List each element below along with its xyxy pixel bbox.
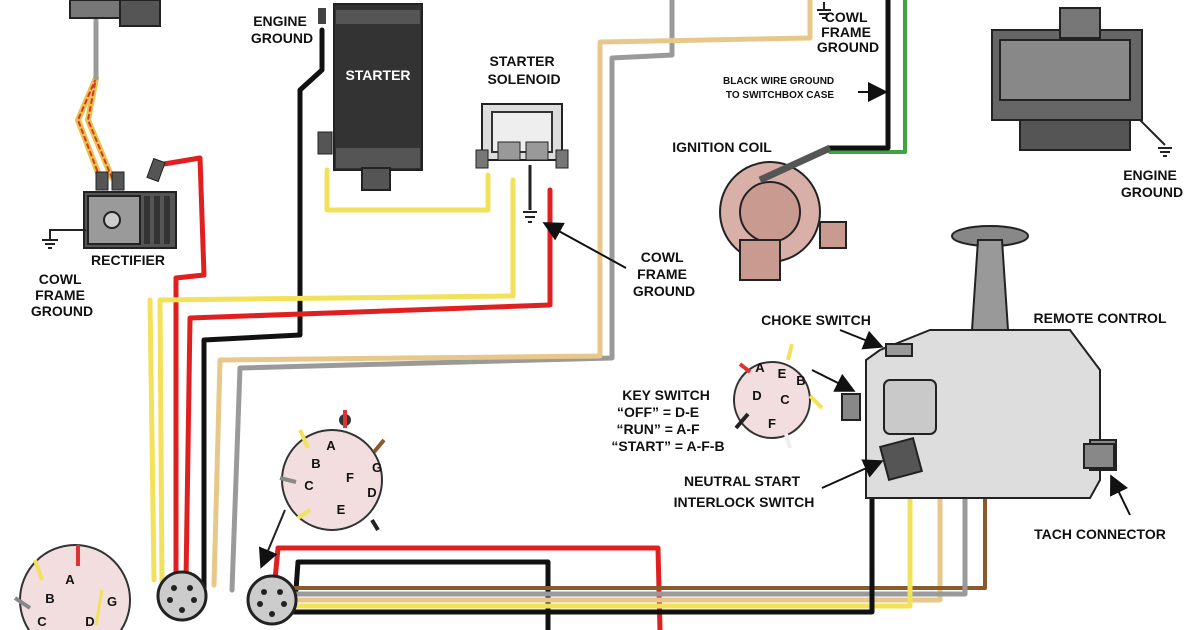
- remote-control-label: REMOTE CONTROL: [1034, 310, 1167, 326]
- bl-pin-c: C: [37, 614, 47, 629]
- starter-label: STARTER: [345, 67, 410, 83]
- ignition-coil: [719, 144, 847, 281]
- starter-solenoid-label: STARTER SOLENOID: [487, 53, 560, 87]
- main-pin-f: F: [346, 470, 354, 485]
- neutral-start-label: NEUTRAL START INTERLOCK SWITCH: [674, 473, 815, 510]
- key-switch-label: KEY SWITCH “OFF” = D-E “RUN” = A-F “STAR…: [611, 387, 724, 454]
- wire-yellow-solenoid: [157, 177, 516, 588]
- engine-ground-top-label: ENGINE GROUND: [251, 13, 313, 46]
- wire-red-solenoid: [183, 187, 553, 583]
- harness-connector-mid: [246, 574, 298, 626]
- cowl-ground-top-symbol: [817, 2, 831, 19]
- wires: [75, 0, 1098, 630]
- remote-control: [865, 225, 1117, 499]
- main-pin-c: C: [304, 478, 314, 493]
- wire-green: [828, 0, 907, 154]
- choke-switch: [841, 343, 937, 435]
- main-pin-b: B: [311, 456, 320, 471]
- wire-gray-top: [229, 0, 675, 593]
- key-pin-a: A: [755, 360, 765, 375]
- key-pin-e: E: [778, 366, 787, 381]
- bl-pin-d: D: [85, 614, 94, 629]
- labels: ENGINE GROUND STARTER SOLENOID COWL FRAM…: [31, 9, 1183, 542]
- main-pin-d: D: [367, 485, 376, 500]
- key-pin-d: D: [752, 388, 761, 403]
- rectifier: [42, 157, 177, 249]
- arrow-cowl-mid: [542, 222, 627, 269]
- starter: STARTER: [317, 3, 423, 191]
- main-connector: A B C D E F G: [258, 410, 386, 569]
- main-pin-e: E: [337, 502, 346, 517]
- wire-red-rectifier: [155, 155, 207, 591]
- rectifier-wire-b-stripe: [87, 77, 113, 179]
- switchbox: [991, 7, 1172, 157]
- harness-black-2: [259, 467, 875, 615]
- wire-yellow-starter: [324, 167, 491, 213]
- tach-connector: [1083, 443, 1115, 469]
- wire-black-coil: [827, 0, 891, 151]
- arrow-neutral: [821, 459, 884, 489]
- cowl-frame-ground-mid-label: COWL FRAME GROUND: [633, 249, 695, 299]
- wire-black-engine: [201, 27, 325, 593]
- main-pin-g: G: [372, 460, 382, 475]
- arrow-choke: [839, 329, 884, 350]
- rectifier-wire-a-stripe: [77, 77, 101, 179]
- key-switch-plug: A E B D C F: [733, 343, 824, 449]
- arrow-tach: [1110, 474, 1131, 516]
- engine-ground-right-label: ENGINE GROUND: [1121, 167, 1183, 200]
- rectifier-label: RECTIFIER: [91, 252, 165, 268]
- starter-solenoid: [475, 103, 569, 223]
- ignition-coil-label: IGNITION COIL: [672, 139, 772, 155]
- key-pin-b: B: [796, 373, 805, 388]
- harness-connector-left: [156, 570, 208, 622]
- key-pin-f: F: [768, 416, 776, 431]
- bl-pin-g: G: [107, 594, 117, 609]
- choke-switch-label: CHOKE SWITCH: [761, 312, 871, 328]
- tach-connector-label: TACH CONNECTOR: [1034, 526, 1166, 542]
- bottom-left-connector: A B C D G: [13, 544, 131, 630]
- bl-pin-b: B: [45, 591, 54, 606]
- key-pin-c: C: [780, 392, 790, 407]
- top-left-part: [69, 0, 161, 27]
- arrow-key-switch: [811, 369, 856, 392]
- cowl-frame-ground-left-label: COWL FRAME GROUND: [31, 271, 93, 319]
- bl-pin-a: A: [65, 572, 75, 587]
- neutral-start-switch: [878, 436, 924, 482]
- wire-tan-top: [211, 0, 813, 588]
- wire-yellow-rectifier: [147, 297, 157, 583]
- main-pin-a: A: [326, 438, 336, 453]
- black-wire-note: BLACK WIRE GROUND TO SWITCHBOX CASE: [723, 76, 837, 101]
- cowl-frame-ground-top-label: COWL FRAME GROUND: [817, 9, 879, 55]
